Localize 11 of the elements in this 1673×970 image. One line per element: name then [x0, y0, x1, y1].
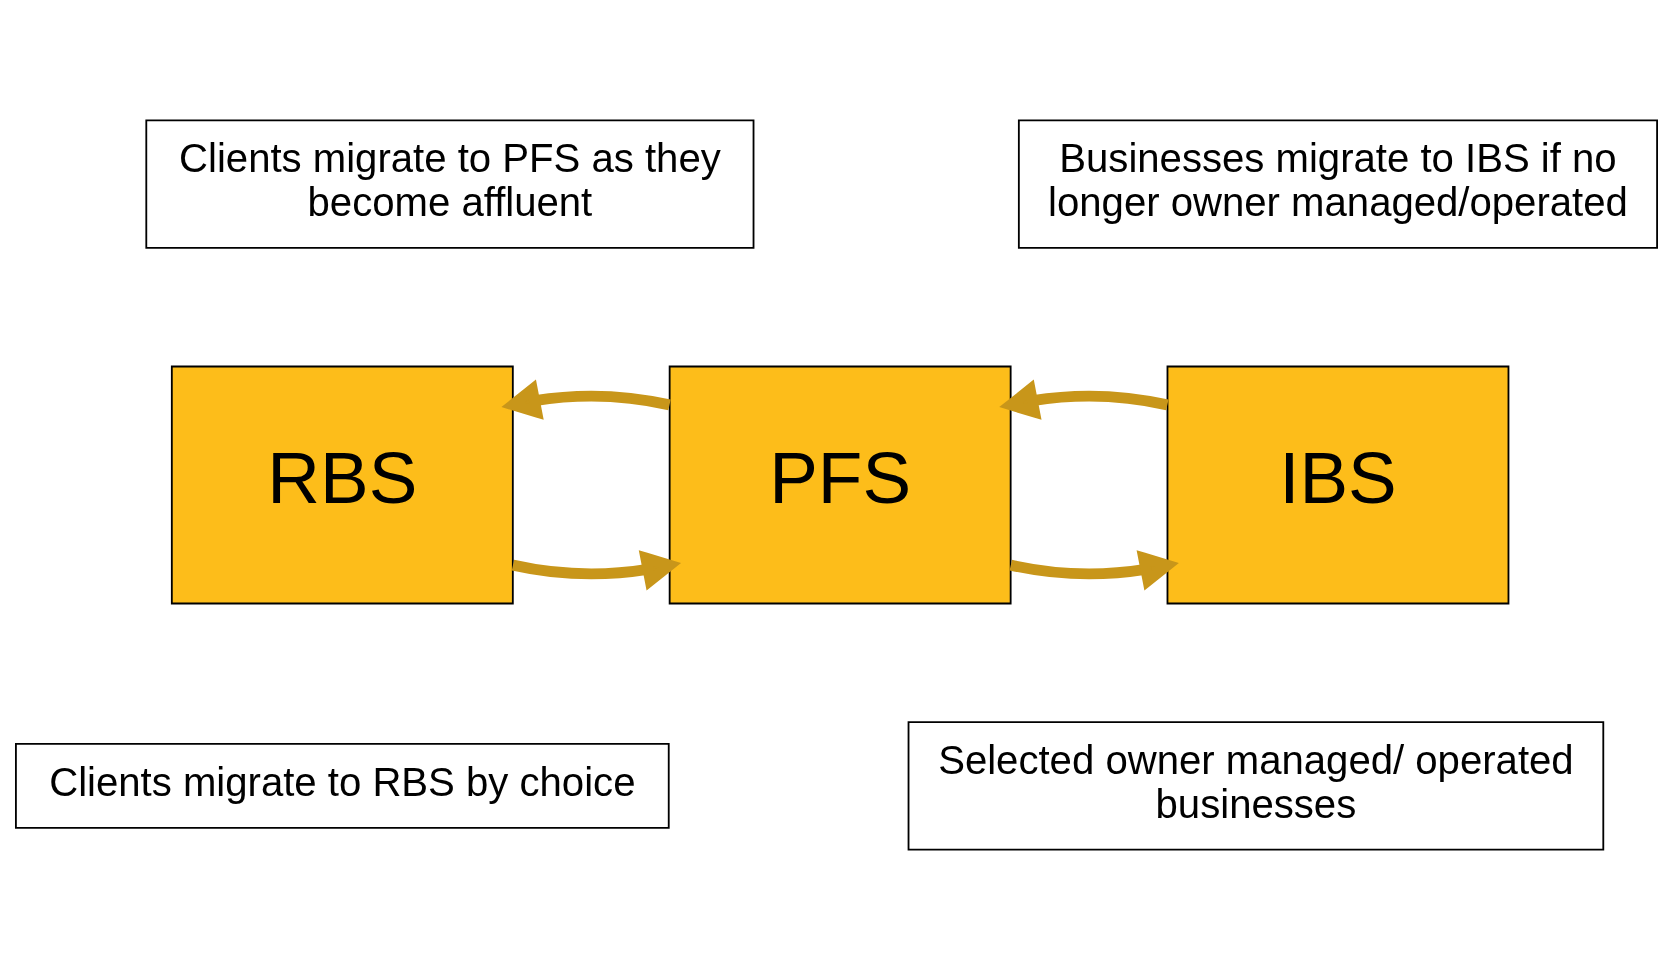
node-box: Businesses migrate to IBS if no longer owner managed/operated: [1017, 119, 1658, 249]
node-box: IBS: [1166, 365, 1510, 605]
node-box: Clients migrate to RBS by choice: [15, 743, 670, 829]
arrow: [501, 379, 671, 420]
node-box: Selected owner managed/ operated businesses: [907, 721, 1605, 851]
arrow: [511, 550, 682, 591]
node-box: Clients migrate to PFS as they become affluent: [145, 119, 755, 249]
node-box: RBS: [170, 365, 514, 605]
node-box: PFS: [668, 365, 1012, 605]
arrow: [1009, 550, 1179, 591]
arrow: [999, 379, 1169, 420]
